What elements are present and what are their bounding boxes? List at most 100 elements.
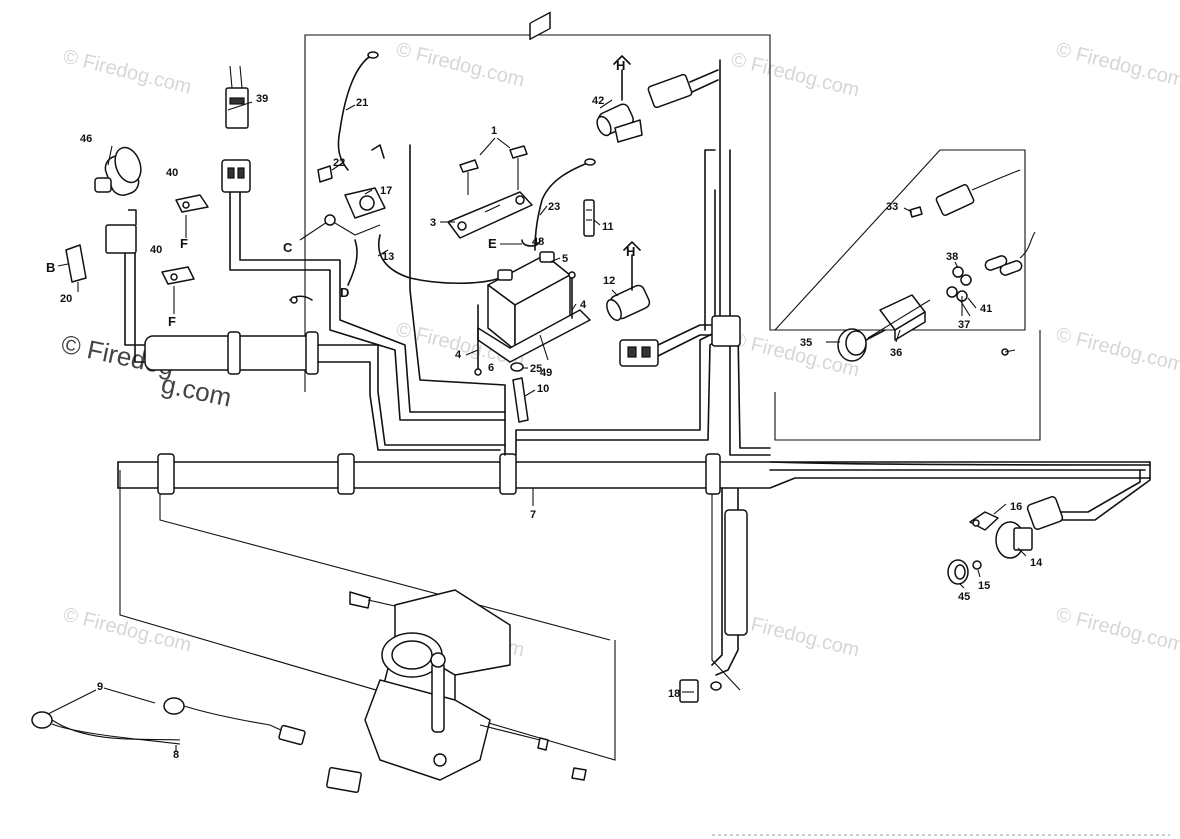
part-21-cable: [337, 51, 379, 171]
part-number-label: 39: [256, 93, 268, 105]
part-25-clip: [510, 362, 524, 372]
part-17-solenoid: [299, 187, 386, 286]
part-35-light: [837, 328, 886, 362]
part-number-label: 46: [80, 133, 92, 145]
part-9-bulbs: [31, 697, 286, 745]
part-number-label: 36: [890, 347, 902, 359]
watermark: © Firedog.com: [394, 39, 527, 92]
connection-letter: B: [46, 260, 55, 275]
part-33-connector: [909, 169, 1021, 218]
part-13-cable: [378, 234, 501, 285]
part-40-clamp-upper: [175, 194, 209, 238]
connector-block: [221, 159, 251, 193]
connection-letter: H: [626, 244, 635, 259]
frame-line: [159, 490, 611, 641]
frame-lines: [119, 34, 1041, 761]
harness-sleeve: [305, 331, 319, 375]
harness-sleeve: [337, 453, 355, 495]
harness-sleeve: [724, 509, 748, 636]
part-number-label: 10: [537, 383, 549, 395]
engine-assembly: [364, 589, 541, 781]
frame-line: [304, 34, 1026, 392]
harness-main-trunk: [117, 461, 1151, 489]
harness-branch: [409, 144, 506, 456]
frame-line: [711, 470, 741, 691]
part-10-vent-tube: [512, 377, 529, 423]
part-number-label: 8: [173, 749, 179, 761]
part-40-clamp-lower: [161, 266, 195, 314]
part-number-label: 5: [562, 253, 568, 265]
connection-letter-labels: B C D E F F H H: [46, 58, 635, 329]
connection-letter: F: [180, 236, 188, 251]
connection-letter: E: [488, 236, 497, 251]
watermark: © Firedog.com: [1054, 324, 1180, 377]
connector-hook-right: [1001, 348, 1016, 356]
watermark-prominent: g.com: [159, 369, 235, 413]
part-48-terminal: [521, 239, 541, 247]
watermark: © Firedog.com: [61, 604, 194, 657]
watermark: © Firedog.com: [729, 609, 862, 662]
part-number-label: 9: [97, 681, 103, 693]
part-number-label: 16: [1010, 501, 1022, 513]
harness-branch: [317, 344, 506, 451]
part-39-connector: [225, 65, 249, 129]
part-number-label: 14: [1030, 557, 1043, 569]
part-number-label: 35: [800, 337, 812, 349]
harness-sleeve: [499, 453, 517, 495]
part-number-label: 22: [333, 157, 345, 169]
watermark: © Firedog.com: [61, 46, 194, 99]
main-harness: [117, 59, 1151, 676]
part-number-label: 20: [60, 293, 72, 305]
harness-branch: [515, 59, 731, 456]
part-number-label: 4: [455, 349, 462, 361]
harness-right-branch: [1059, 461, 1151, 521]
frame-line: [119, 470, 616, 761]
part-number-label: 40: [150, 244, 162, 256]
part-8-wire-connectors: [278, 724, 362, 794]
leader-lines: [47, 99, 1027, 752]
part-12-regulator: [606, 241, 741, 367]
part-1-screws: [459, 137, 528, 195]
part-number-label: 48: [532, 236, 544, 248]
part-15-nut: [972, 560, 982, 570]
part-number-label: 40: [166, 167, 178, 179]
part-number-label: 7: [530, 509, 536, 521]
part-3-battery-holddown: [447, 191, 533, 239]
part-number-label: 17: [380, 185, 392, 197]
part-number-label: 49: [540, 367, 552, 379]
part-14-switch: [995, 496, 1064, 559]
part-number-label: 6: [488, 362, 494, 374]
part-number-label: 3: [430, 217, 436, 229]
part-number-label: 42: [592, 95, 604, 107]
part-11-fuse: [583, 199, 595, 237]
part-number-label: 25: [530, 363, 542, 375]
part-number-label: 18: [668, 688, 680, 700]
watermark: © Firedog.com: [1054, 39, 1180, 92]
harness-main-trunk-right: [769, 461, 1151, 471]
harness-sleeve: [227, 331, 241, 375]
harness-branch: [729, 329, 771, 456]
frame-line: [774, 149, 941, 331]
part-number-label: 15: [978, 580, 990, 592]
part-20-relay: [65, 209, 137, 283]
part-number-label: 41: [980, 303, 992, 315]
harness-sleeve: [705, 453, 721, 495]
part-38-nuts: [946, 266, 972, 302]
part-number-label: 21: [356, 97, 368, 109]
part-number-label: 4: [580, 299, 587, 311]
connection-letter: H: [616, 58, 625, 73]
connection-letter: F: [168, 314, 176, 329]
part-16-key: [969, 511, 999, 531]
watermark: © Firedog.com: [729, 49, 862, 102]
connector-top-right: [647, 69, 719, 109]
part-number-label: 12: [603, 275, 615, 287]
harness-branch: [229, 189, 506, 421]
part-number-label: 38: [946, 251, 958, 263]
spark-plug-connector: [349, 591, 587, 781]
watermark: © Firedog.com: [1054, 604, 1180, 657]
part-number-label: 13: [382, 251, 394, 263]
part-45-knob: [947, 559, 969, 585]
harness-sleeve: [157, 453, 175, 495]
part-42-regulator: [596, 55, 643, 143]
